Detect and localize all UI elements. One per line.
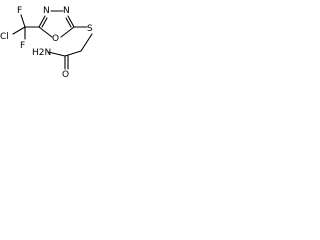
atom-label-nitrogen-right: N	[63, 6, 70, 16]
atom-label-nitrogen-left: N	[43, 6, 50, 16]
bond-ch2-carbonyl-c	[64, 50, 82, 57]
bond-carbonyl-c-n	[47, 51, 66, 57]
bond-ring-c2-n3	[38, 15, 46, 28]
bond-ring-n4-c5-double	[65, 17, 72, 28]
bond-ring-c5-o1	[60, 26, 75, 38]
atom-label-ring-oxygen: O	[52, 34, 59, 44]
bond-ring-c2-n3-double	[41, 17, 48, 28]
atom-label-amide-nitrogen: H2N	[32, 48, 51, 58]
atom-label-chlorine: Cl	[0, 32, 9, 42]
atom-label-carbonyl-oxygen: O	[62, 70, 69, 80]
bond-c-cl	[12, 26, 26, 35]
bond-c-f-top	[20, 14, 26, 28]
bond-s-ch2	[80, 33, 93, 52]
bond-ring-o1-c2	[38, 26, 53, 38]
atom-label-fluorine-bottom: F	[20, 41, 25, 51]
molecule-structure-diagram: F Cl F N N O S H2N O	[0, 6, 93, 80]
atom-label-sulfur: S	[87, 24, 93, 34]
atom-label-fluorine-top: F	[17, 6, 22, 16]
bond-ring-n4-c5	[67, 15, 75, 28]
